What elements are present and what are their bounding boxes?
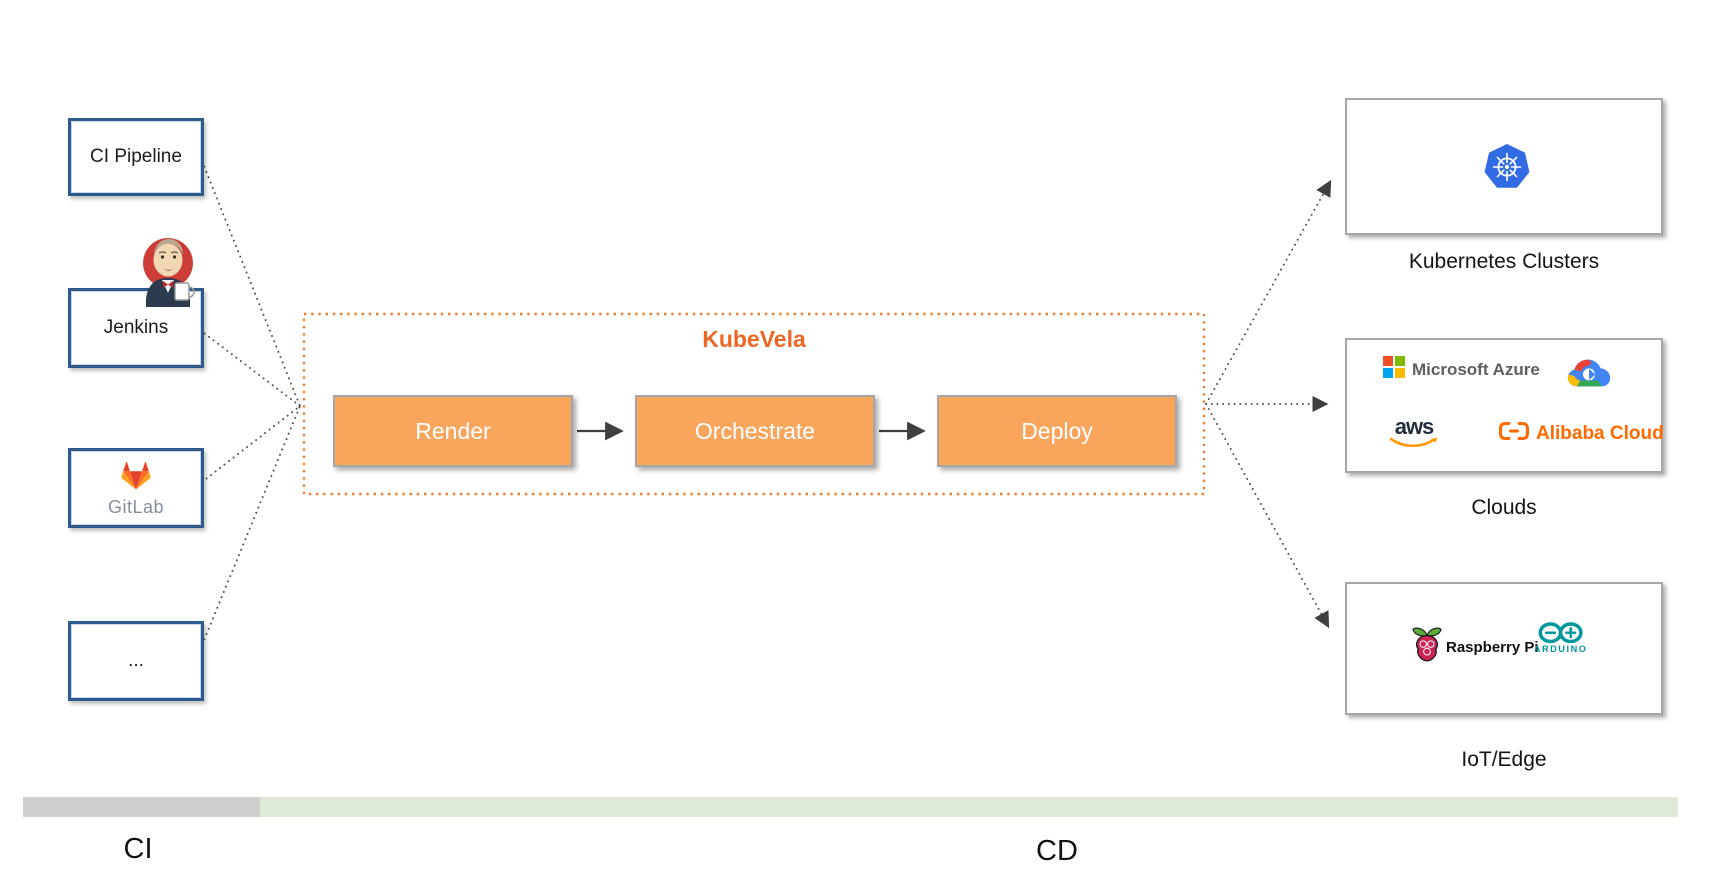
render-label: Render	[415, 417, 491, 444]
alibaba-cloud-brackets-icon	[1499, 422, 1529, 445]
raspberry-pi-icon	[1411, 626, 1443, 669]
microsoft-azure-logo: Microsoft Azure	[1383, 356, 1540, 383]
iot-edge-label: IoT/Edge	[1461, 748, 1547, 771]
connector-to-iot	[1205, 403, 1330, 629]
orchestrate-label: Orchestrate	[694, 417, 816, 444]
kubernetes-clusters-label: Kubernetes Clusters	[1408, 250, 1600, 273]
deploy-label: Deploy	[1021, 417, 1093, 444]
jenkins-mascot-icon	[140, 226, 196, 308]
step-box-deploy: Deploy	[937, 395, 1177, 467]
target-box-clouds: Microsoft Azure aws	[1345, 338, 1664, 473]
gitlab-label: GitLab	[107, 497, 165, 517]
step-box-orchestrate: Orchestrate	[635, 395, 875, 467]
target-box-iot-edge: Raspberry Pi ARDUINO	[1345, 582, 1663, 715]
aws-label: aws	[1394, 414, 1435, 439]
cd-phase-label: CD	[1036, 835, 1078, 867]
raspberry-pi-logo: Raspberry Pi	[1411, 626, 1539, 669]
connector-jenkins	[199, 329, 301, 407]
target-box-kubernetes	[1345, 98, 1663, 235]
ci-pipeline-label: CI Pipeline	[90, 146, 182, 167]
ci-phase-bar	[23, 797, 260, 817]
alibaba-cloud-label: Alibaba Cloud	[1536, 422, 1664, 444]
kubernetes-helm-icon	[1483, 142, 1531, 192]
clouds-label: Clouds	[1471, 496, 1537, 519]
source-box-ci-pipeline: CI Pipeline	[68, 118, 204, 196]
connector-gitlab	[201, 405, 301, 483]
jenkins-label: Jenkins	[103, 317, 169, 338]
microsoft-azure-label: Microsoft Azure	[1412, 359, 1540, 379]
more-label: ...	[128, 650, 144, 671]
kubevela-title: KubeVela	[702, 326, 806, 352]
connector-ci-pipeline	[199, 155, 301, 407]
aws-smile-icon: aws	[1390, 414, 1438, 449]
arduino-infinity-icon: ARDUINO	[1535, 622, 1593, 657]
alibaba-cloud-logo: Alibaba Cloud	[1499, 422, 1664, 445]
source-box-gitlab: GitLab	[68, 448, 204, 528]
google-cloud-icon	[1565, 356, 1613, 391]
ci-phase-label: CI	[123, 833, 153, 865]
connector-to-kubernetes	[1205, 179, 1332, 405]
raspberry-pi-label: Raspberry Pi	[1446, 639, 1539, 656]
microsoft-squares-icon	[1383, 356, 1405, 383]
source-box-more: ...	[68, 621, 204, 701]
connector-more	[199, 405, 301, 651]
gitlab-logo: GitLab	[108, 458, 164, 518]
arduino-label: ARDUINO	[1535, 644, 1587, 654]
gitlab-tanuki-icon	[118, 458, 154, 496]
cd-phase-bar	[260, 797, 1678, 817]
step-box-render: Render	[333, 395, 573, 467]
